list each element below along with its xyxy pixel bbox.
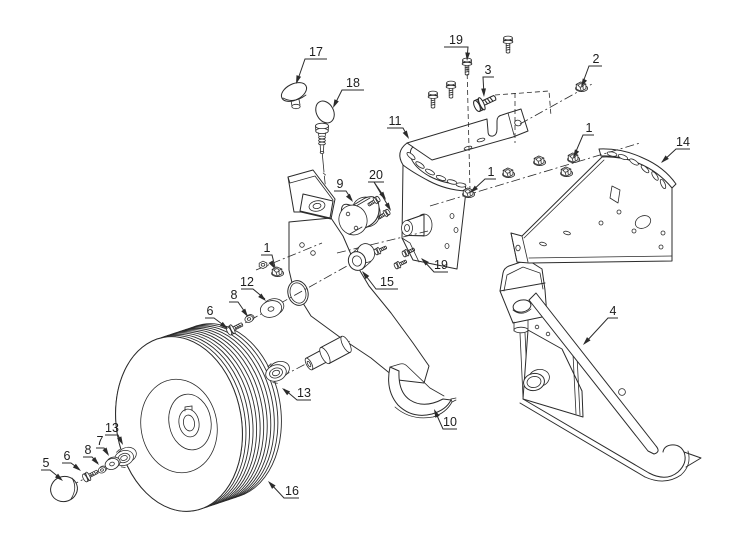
callout-1-mid: 1 [470,165,496,193]
callout-label: 13 [105,421,119,435]
callout-5: 5 [41,456,63,481]
callout-label: 19 [434,258,448,272]
screw-19-c [392,257,409,271]
washer-12-large [257,295,287,321]
callout-4: 4 [583,304,618,345]
callout-label: 14 [676,135,690,149]
wheel-tire [115,323,282,512]
callout-7: 7 [96,434,109,456]
flange-nut-2 [575,81,588,92]
wheel-hub [178,405,200,438]
callout-18: 18 [333,76,364,108]
callout-10: 10 [434,409,457,430]
callout-8-upper: 8 [229,288,248,317]
flange-nut-row-b [533,155,546,167]
callout-6-upper: 6 [205,304,228,329]
callout-9: 9 [334,177,353,202]
hex-bolt-loose-c [427,90,439,109]
callout-label: 6 [207,304,214,318]
pivot-bracket [287,169,336,220]
hex-bolt-6-upper [224,319,246,337]
callout-6-lower: 6 [62,449,81,471]
callout-11: 11 [387,114,409,139]
callout-12: 12 [240,275,266,301]
axle-shaft [304,335,352,371]
callout-label: 11 [389,114,402,128]
hex-bolt-3 [471,90,499,114]
callout-19-mid: 19 [421,258,448,273]
flange-nut-1-right [567,152,580,164]
flange-nut-row-a [502,167,515,179]
callout-1-left: 1 [261,241,276,269]
flange-nut-row-c [560,166,573,178]
callout-label: 16 [285,484,299,498]
screw-19-a [372,243,389,257]
hex-bolt-loose-a [502,35,514,54]
hub-cap [50,475,78,503]
callout-label: 20 [369,168,383,182]
bracket-hub-boss [401,213,433,237]
callout-13-right: 13 [282,386,311,401]
callout-17: 17 [296,45,327,84]
pedal-arm [287,217,430,384]
callout-15: 15 [362,271,398,290]
lower-support-bracket [499,260,702,482]
callout-20: 20 [368,168,391,211]
callout-label: 8 [231,288,238,302]
callout-16: 16 [268,481,299,499]
callout-label: 19 [449,33,463,47]
callout-label: 2 [593,52,600,66]
callout-3: 3 [481,63,494,97]
callout-label: 3 [485,63,492,77]
upper-pivot-bracket-left [399,108,529,270]
callout-label: 9 [337,177,344,191]
callout-label: 8 [85,443,92,457]
callout-13-left: 13 [105,421,123,445]
callout-label: 18 [346,76,360,90]
callout-label: 1 [264,241,271,255]
plunger-pin [315,100,335,185]
callout-2: 2 [581,52,602,87]
callout-14: 14 [661,135,690,163]
callout-label: 12 [240,275,254,289]
hex-nut-small [258,260,268,270]
washer-8-upper [243,313,256,324]
callout-label: 6 [64,449,71,463]
pivot-bushing [347,243,376,271]
callout-label: 15 [380,275,394,289]
callout-19-top: 19 [444,33,471,61]
callout-label: 5 [43,456,50,470]
callout-label: 7 [97,434,104,448]
callout-label: 10 [443,415,457,429]
callout-label: 1 [586,121,593,135]
callout-8-lower: 8 [83,443,99,465]
callout-label: 1 [488,165,495,179]
hex-bolt-loose-b [445,80,457,99]
callout-label: 13 [297,386,311,400]
callout-1-right: 1 [573,121,594,158]
knob-cap [280,82,308,110]
pedal-guard [388,363,457,419]
flange-nut-1-left [271,266,285,278]
upper-pivot-bracket-right [510,148,677,264]
callout-label: 4 [610,304,617,318]
callout-label: 17 [309,45,323,59]
